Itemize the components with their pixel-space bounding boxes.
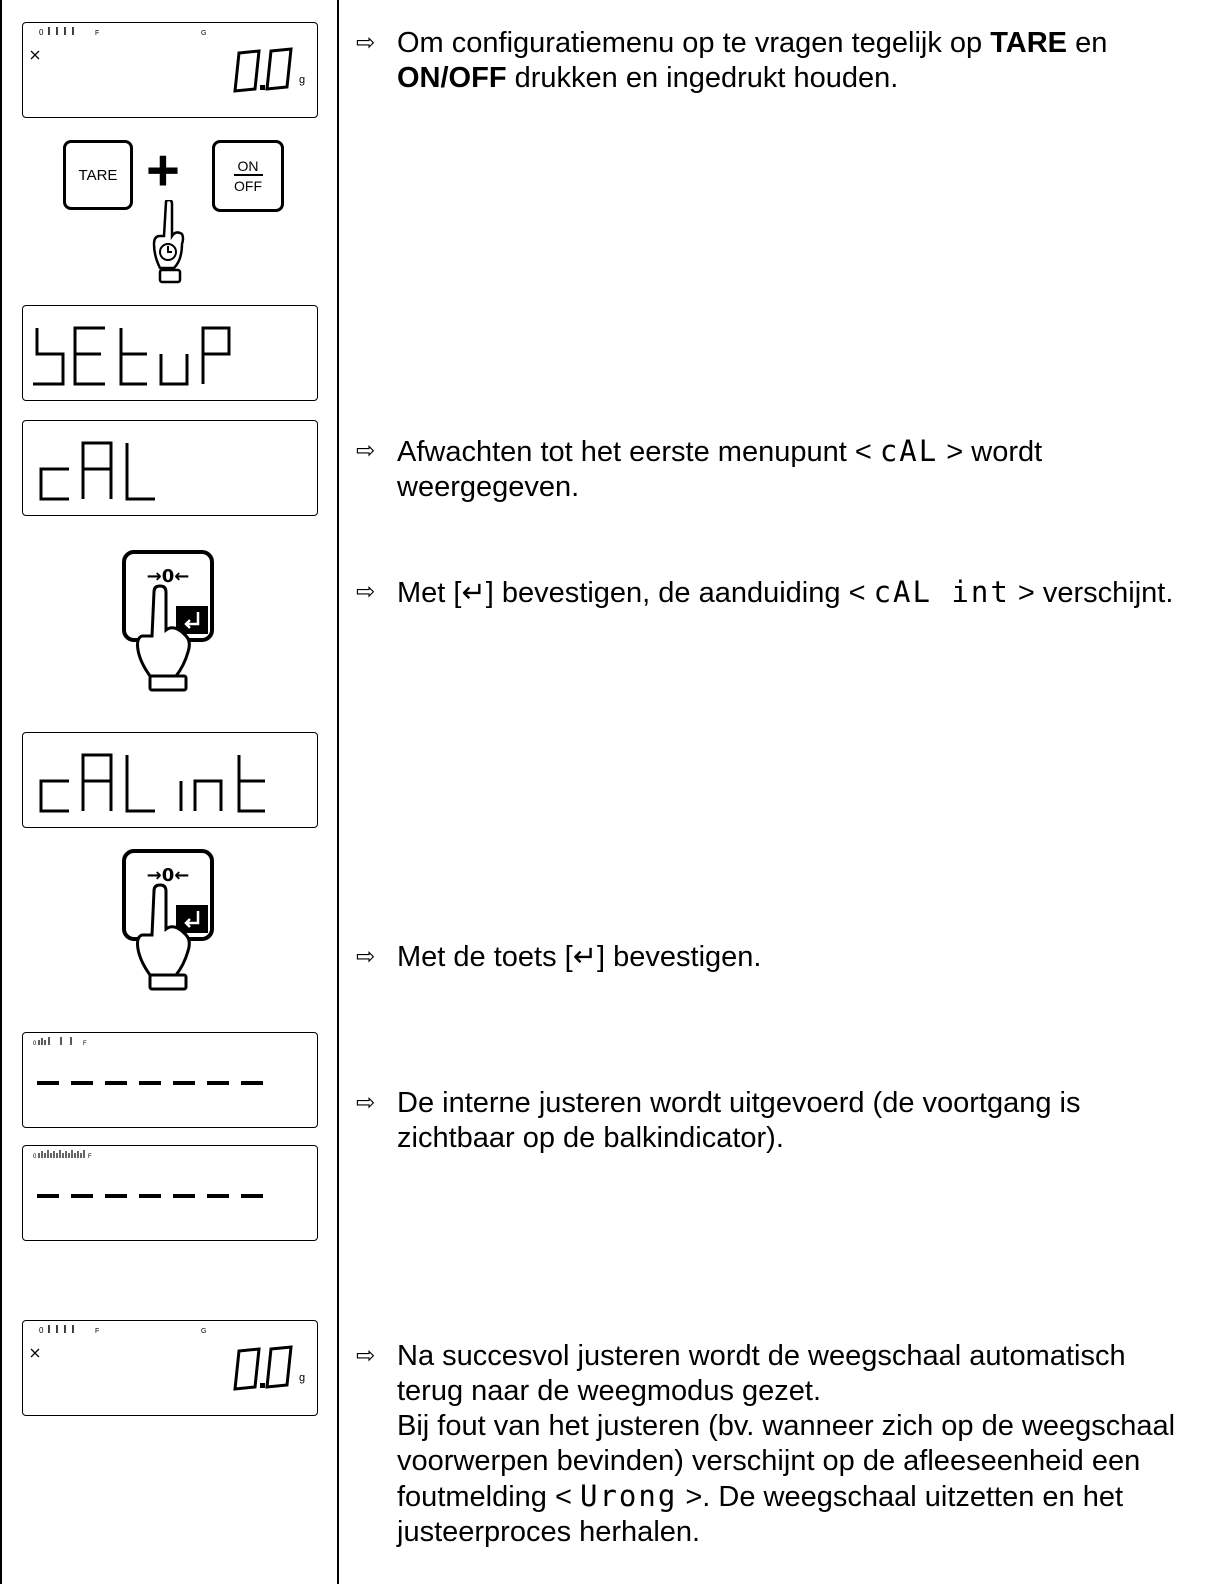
zero-enter-key-1[interactable]: →0← [118,548,228,693]
step-3-mid: ] bevestigen, de aanduiding < [485,577,874,609]
step-4-post: ] bevestigen. [597,941,762,973]
cal-display [22,420,318,516]
zero-key-label: →0← [147,865,190,886]
on-label: ON [233,158,263,176]
onoff-bold: ON/OFF [397,62,507,94]
seg-digits-0-0 [233,47,293,93]
step-2-text: Afwachten tot het eerste menupunt < [397,436,880,468]
step-3-text: Met [ [397,577,462,609]
bar-label-full: F [95,30,99,37]
bar-label-full: F [83,1041,87,1047]
tare-key[interactable]: TARE [63,140,133,210]
onoff-key[interactable]: ON OFF [212,140,284,212]
step-4-text: Met de toets [ [397,941,573,973]
tare-key-label: TARE [78,166,118,184]
zero-key-label: →0← [147,566,190,587]
bar-label-full: F [95,1328,99,1335]
enter-icon: ↵ [461,577,486,609]
bar-label-zero: 0 [33,1041,37,1047]
tare-bold: TARE [990,27,1068,59]
weight-display-graphic: 0 F G g [30,1325,305,1391]
seg-wrong: Urong [579,1479,678,1513]
dashes [37,1081,263,1085]
arrow-icon: ⇨ [356,30,376,56]
step-6-line1: Na succesvol justeren wordt de weegschaa… [397,1340,1126,1407]
arrow-icon: ⇨ [356,579,376,605]
progress-graphic-2: 0 F [33,1150,263,1198]
enter-icon: ↵ [572,941,598,973]
progress-display-1: 0 F [22,1032,318,1128]
setup-seg [33,326,231,386]
seg-digits-0-0 [233,1345,293,1391]
step-6-line2-post: >. De weegschaal uitzetten en het justee… [397,1481,1124,1548]
column-divider [337,0,339,1584]
step-3-post: > verschijnt. [1009,577,1174,609]
step-3: ⇨ Met [↵] bevestigen, de aanduiding < cA… [356,575,1196,611]
step-4: ⇨ Met de toets [↵] bevestigen. [356,940,1196,975]
step-6-line2: Bij fout van het justeren (bv. wanneer z… [397,1410,1176,1513]
step-1-post: drukken en ingedrukt houden. [506,62,899,94]
dashes [37,1194,263,1198]
cal-seg [39,441,155,501]
bar-label-zero: 0 [39,28,44,37]
bar-label-zero: 0 [39,1326,44,1335]
weight-unit: g [299,74,305,86]
arrow-icon: ⇨ [356,944,376,970]
step-5-text: De interne justeren wordt uitgevoerd (de… [397,1087,1081,1154]
left-border [0,0,2,1584]
bar-label-g: G [201,1328,206,1335]
step-5: ⇨ De interne justeren wordt uitgevoerd (… [356,1086,1196,1156]
weight-display-1: 0 F G g [22,22,318,118]
bar-label-full: F [88,1154,92,1160]
stability-icon [30,1348,40,1358]
cal-int-display [22,732,318,828]
arrow-icon: ⇨ [356,438,376,464]
seg-cal: cAL [879,434,939,468]
weight-display-graphic: 0 F G g [30,27,305,93]
zero-enter-key-2[interactable]: →0← [118,847,228,992]
bar-label-g: G [201,30,206,37]
off-label: OFF [234,178,262,194]
seg-cal-int: cAL int [873,575,1010,609]
setup-display [22,305,318,401]
arrow-icon: ⇨ [356,1090,376,1116]
step-2-post: > wordt weergegeven. [397,436,1043,503]
step-1-text: Om configuratiemenu op te vragen tegelij… [397,27,991,59]
progress-graphic-1: 0 F [33,1037,263,1085]
weight-unit: g [299,1372,305,1384]
press-hold-hand-icon [152,200,185,284]
cal-int-seg [39,753,265,813]
step-1-mid: en [1067,27,1108,59]
stability-icon [30,50,40,60]
step-2: ⇨ Afwachten tot het eerste menupunt < cA… [356,434,1196,505]
arrow-icon: ⇨ [356,1343,376,1369]
step-1: ⇨ Om configuratiemenu op te vragen tegel… [356,26,1196,96]
step-6: ⇨ Na succesvol justeren wordt de weegsch… [356,1339,1196,1550]
weight-display-2: 0 F G g [22,1320,318,1416]
progress-display-2: 0 F [22,1145,318,1241]
plus-icon: + [146,138,180,203]
bar-label-zero: 0 [33,1154,37,1160]
